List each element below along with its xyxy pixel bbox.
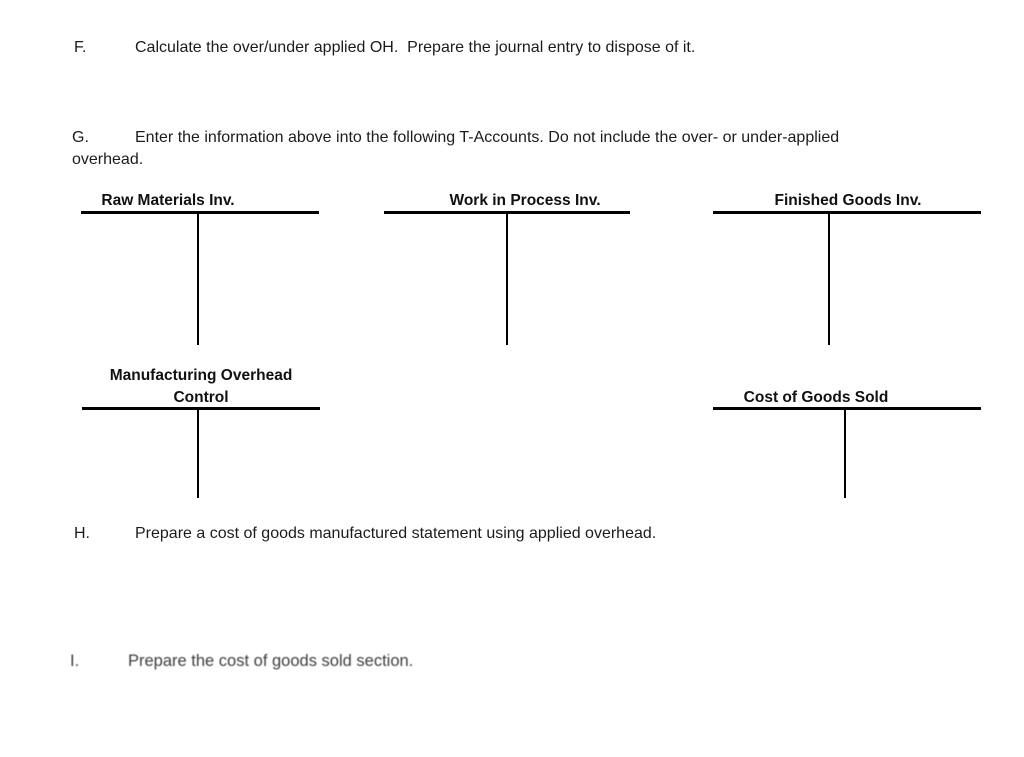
t-account-cost-of-goods-sold-title: Cost of Goods Sold (743, 389, 889, 406)
t-account-raw-materials-divider-rule (197, 213, 199, 345)
item-i-label: I. (70, 652, 80, 670)
t-account-manufacturing-overhead-top-rule (82, 407, 320, 410)
t-account-finished-goods-top-rule (713, 211, 981, 214)
t-account-work-in-process-top-rule (384, 211, 630, 214)
item-f-text: Calculate the over/under applied OH. Pre… (135, 39, 696, 56)
item-i-text: Prepare the cost of goods sold section. (128, 652, 414, 670)
item-g-text-line2: overhead. (72, 151, 144, 168)
t-account-manufacturing-overhead-title-line2: Control (173, 389, 229, 406)
t-account-work-in-process-divider-rule (506, 213, 508, 345)
item-g-label: G. (72, 129, 89, 146)
t-account-work-in-process-title: Work in Process Inv. (449, 192, 601, 209)
t-account-cost-of-goods-sold-divider-rule (844, 409, 846, 498)
t-account-raw-materials-title: Raw Materials Inv. (101, 192, 235, 209)
item-h-label: H. (74, 525, 90, 542)
t-account-raw-materials-top-rule (81, 211, 319, 214)
t-account-finished-goods-divider-rule (828, 213, 830, 345)
item-f-label: F. (74, 39, 87, 56)
item-g-text-line1: Enter the information above into the fol… (135, 129, 840, 146)
item-h-text: Prepare a cost of goods manufactured sta… (135, 525, 657, 542)
t-account-cost-of-goods-sold-top-rule (713, 407, 981, 410)
t-account-finished-goods-title: Finished Goods Inv. (774, 192, 922, 209)
t-account-manufacturing-overhead-divider-rule (197, 409, 199, 498)
t-account-manufacturing-overhead-title-line1: Manufacturing Overhead (109, 367, 293, 384)
